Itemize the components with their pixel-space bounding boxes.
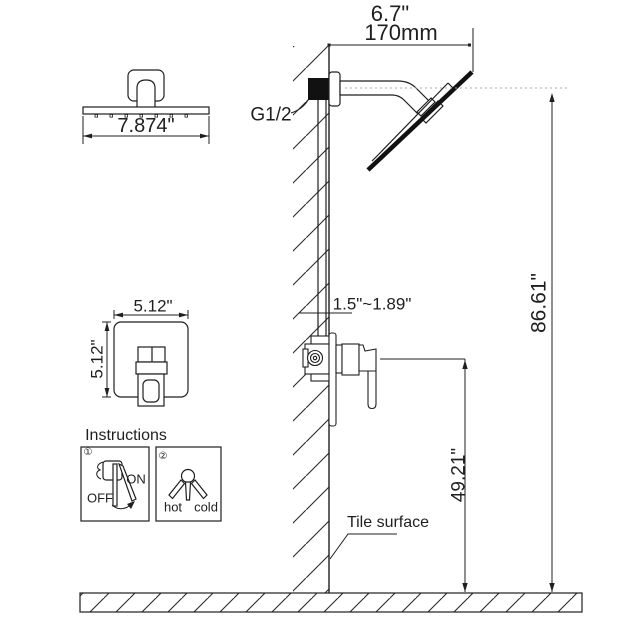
shower-head-cap [371, 154, 379, 162]
cold-label: cold [194, 499, 218, 515]
step-1-number: ① [83, 447, 93, 458]
head-arm-front [136, 79, 156, 107]
head-plate-edge [82, 106, 210, 115]
valve-height-label: 5.12" [87, 339, 107, 379]
on-label: ON [126, 471, 146, 487]
valve-side-view [299, 312, 377, 427]
instructions-title: Instructions [85, 427, 167, 444]
floor-hatching [79, 592, 583, 613]
head-width-label: 7.874" [117, 115, 175, 137]
valve-trim-step [335, 344, 343, 374]
wall-section [290, 45, 341, 593]
arrowhead-right [200, 133, 209, 139]
wall-connector-block [308, 78, 330, 100]
arm-wall-flange [328, 71, 341, 107]
dimension-arm-length [327, 28, 474, 72]
g12-leader-line [290, 99, 309, 114]
dimension-dot [327, 43, 331, 47]
arrowhead-right [179, 312, 188, 318]
nozzle [139, 114, 143, 118]
valve-body-bottom [310, 373, 330, 382]
tile-leader-line [329, 533, 397, 560]
arm-nut [416, 97, 436, 117]
handle-base-front [135, 361, 168, 375]
total-height-label: 86.61" [527, 272, 551, 334]
step-2-number: ② [158, 451, 168, 462]
shower-head-front-view [82, 69, 210, 144]
floor [79, 592, 583, 613]
nozzle [124, 114, 128, 118]
knob-spoke-center [184, 481, 192, 501]
shower-arm [339, 80, 430, 114]
valve-front-view [102, 310, 189, 407]
arrowhead-up [104, 322, 110, 331]
valve-width-label: 5.12" [133, 296, 173, 316]
valve-escutcheon-plate [328, 332, 337, 427]
knob-spoke-hot [168, 479, 186, 500]
wall-hatching [293, 46, 329, 593]
arrowhead-left [114, 312, 123, 318]
arrowhead-up [462, 360, 468, 369]
nozzle [169, 114, 173, 118]
nozzle [154, 114, 158, 118]
dimension-valve-height [380, 358, 468, 592]
arc-arrowhead [127, 501, 135, 509]
off-label: OFF [87, 490, 113, 506]
thread-size-label: G1/2 [250, 104, 292, 126]
nozzle [109, 114, 113, 118]
arrowhead-left [83, 133, 92, 139]
dimension-total-height [549, 93, 555, 592]
temperature-knob [180, 468, 196, 484]
lever-off-position [112, 463, 118, 507]
handle-lever-cutout [142, 379, 160, 403]
valve-handle-lever [367, 370, 377, 410]
arm-length-inch-label: 6.7" [370, 1, 410, 26]
instructions-panel [80, 446, 222, 522]
valve-inlet-center [312, 355, 318, 361]
valve-mount-height-label: 49.21" [448, 447, 470, 503]
dimension-dot [468, 43, 471, 47]
valve-trim-body [341, 343, 360, 376]
shower-head-back-edge [377, 82, 449, 156]
lever-on-position [117, 462, 137, 502]
shower-arm-side-view [339, 70, 567, 172]
nozzle [94, 114, 98, 118]
hot-label: hot [163, 499, 183, 515]
arrowhead-up [549, 93, 555, 102]
knob-spoke-cold [190, 479, 208, 500]
shower-head-face [366, 70, 474, 172]
arm-length-mm-label: 170mm [364, 20, 438, 45]
valve-depth-label: 1.5"~1.89" [332, 294, 412, 314]
arrowhead-down [104, 388, 110, 397]
valve-handle-hub [358, 344, 377, 372]
tile-surface-callout [329, 533, 397, 560]
tile-surface-label: Tile surface [346, 514, 430, 531]
arrowhead-down [549, 583, 555, 592]
valve-body-top [310, 335, 330, 345]
arrowhead-down [462, 583, 468, 592]
lever-hub-squiggle [96, 461, 104, 480]
nozzle [184, 114, 188, 118]
